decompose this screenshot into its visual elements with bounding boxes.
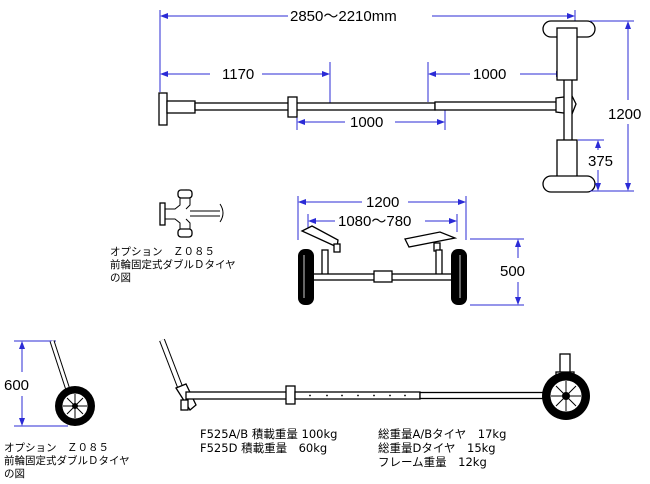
dim-wheel-offset: 375 xyxy=(588,153,613,170)
dim-rear-section: 1000 xyxy=(473,66,506,83)
dim-axle-width: 1200 xyxy=(366,194,399,211)
dim-total-length: 2850～2210mm xyxy=(290,8,397,25)
dim-handle-height: 600 xyxy=(4,377,29,394)
spec-load-ab: F525A/B 積載重量 100kg xyxy=(200,427,337,441)
dim-trailer-height: 500 xyxy=(500,263,525,280)
spec-frame: フレーム重量 12kg xyxy=(378,455,487,469)
rear-view: 1200 1080～780 500 xyxy=(297,194,525,306)
option-caption-bottom-line1: オプション Ｚ０８５ xyxy=(4,442,109,454)
option-caption-top-line1: オプション Ｚ０８５ xyxy=(110,246,215,258)
dim-front-section: 1170 xyxy=(222,66,254,83)
option-caption-top-line2: 前輪固定式ダブルＤタイヤ xyxy=(110,258,236,271)
option-caption-bottom-line2: 前輪固定式ダブルＤタイヤ xyxy=(4,454,130,467)
option-detail-top: オプション Ｚ０８５ 前輪固定式ダブルＤタイヤ の図 xyxy=(110,189,236,284)
dim-overall-width-side: 1200 xyxy=(608,106,641,123)
option-caption-bottom-line3: の図 xyxy=(4,468,25,480)
spec-total-d: 総重量Dタイヤ 15kg xyxy=(378,441,496,455)
dim-middle-section: 1000 xyxy=(350,114,383,131)
specs-block: F525A/B 積載重量 100kg F525D 積載重量 60kg 総重量A/… xyxy=(200,427,506,469)
dim-inner-width: 1080～780 xyxy=(338,213,411,230)
side-view-option: 600 オプション Ｚ０８５ 前輪固定式ダブルＤタイヤ の図 xyxy=(4,340,130,480)
option-caption-top-line3: の図 xyxy=(110,272,131,284)
top-view: 2850～2210mm 1170 1000 1000 xyxy=(158,8,641,193)
spec-load-d: F525D 積載重量 60kg xyxy=(200,441,327,455)
spec-total-ab: 総重量A/Bタイヤ 17kg xyxy=(378,427,506,441)
side-view-main xyxy=(159,338,590,420)
